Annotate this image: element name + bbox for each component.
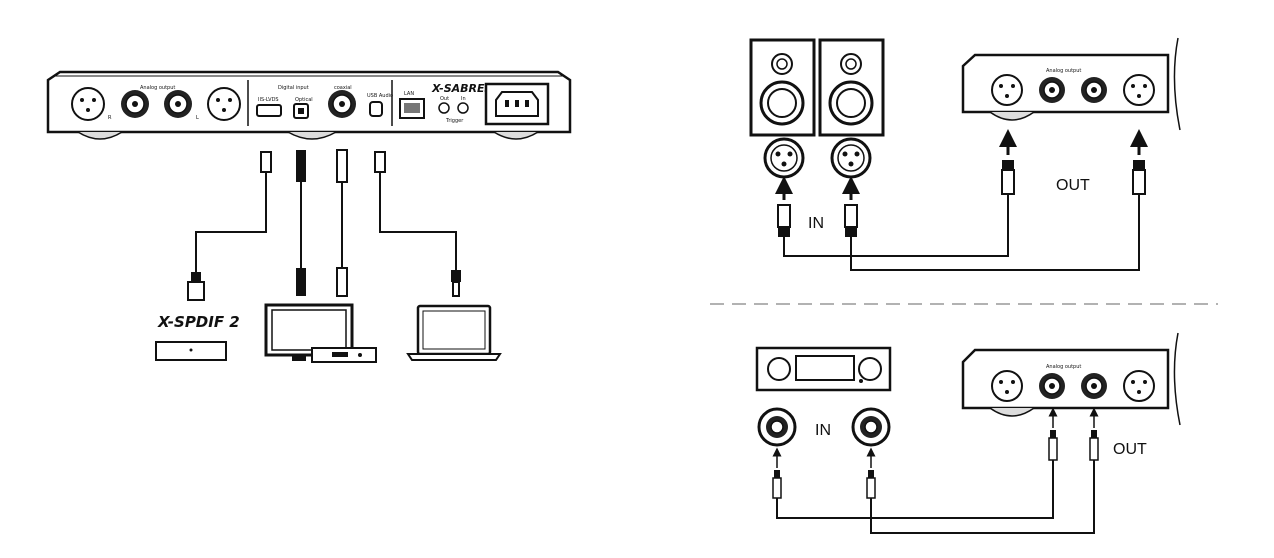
coaxial-label: coaxial [334, 85, 352, 91]
analog-output-label: Analog output [140, 85, 175, 91]
in-label-bottom: IN [815, 422, 831, 439]
in-label-top: IN [808, 215, 824, 232]
xlr-output-l-jack [207, 87, 241, 121]
trigger-label: Trigger [445, 118, 464, 124]
rca-output-l-jack [164, 90, 192, 118]
right-channel-mark: R [108, 115, 112, 121]
iis-lvds-label: IIS-LVDS [258, 97, 279, 103]
lan-label: LAN [404, 91, 414, 97]
in-arrows-bottom [772, 447, 876, 468]
coaxial-cable [336, 149, 348, 297]
in-arrows-top [775, 176, 860, 200]
x-spdif2-label: X-SPDIF 2 [157, 313, 240, 331]
left-channel-mark: L [196, 115, 199, 121]
trigger-in-jack [457, 102, 469, 114]
amplifier [755, 346, 892, 392]
x-sabre3-output-panel-bottom: Analog output [961, 332, 1181, 426]
x-sabre3-output-panel-top: Analog output [961, 37, 1181, 131]
out-arrows-top [999, 129, 1148, 155]
rca-cables-bottom [776, 460, 1095, 534]
amp-rca-inputs [757, 407, 891, 447]
speaker-left [749, 38, 816, 137]
xlr-output-r-jack [71, 87, 105, 121]
x-sabre3-rear-panel: Analog output R L [46, 70, 572, 140]
xlr-cables-top [783, 194, 1140, 271]
usb-b-port [369, 101, 383, 117]
usb-cable [374, 151, 461, 297]
out-label-top: OUT [1056, 177, 1090, 194]
optical-label: Optical [295, 97, 313, 103]
trigger-out-jack [438, 102, 450, 114]
rca-output-r-jack [121, 90, 149, 118]
brand-logo: X-SABRE3 [431, 82, 493, 95]
optical-cable [296, 150, 306, 296]
speaker-right [818, 38, 885, 137]
laptop [406, 304, 502, 361]
rca-plugs-out [1048, 430, 1099, 461]
analog-output-label-top: Analog output [1046, 68, 1081, 74]
rca-plugs-in [772, 470, 876, 499]
out-arrows-bottom [1048, 407, 1099, 428]
out-label-bottom: OUT [1113, 441, 1147, 458]
trigger-out-label: Out [440, 96, 449, 102]
hdmi-iis-port [256, 104, 282, 117]
speaker-xlr-inputs [763, 137, 872, 179]
xlr-plugs-in [777, 204, 858, 237]
digital-input-label: Digital input [278, 85, 309, 91]
usb-audio-label: USB Audio [367, 93, 393, 99]
x-spdif2-device [155, 341, 227, 361]
tv-monitor [264, 303, 354, 361]
hdmi-cable [187, 151, 272, 301]
coaxial-port [328, 90, 356, 118]
analog-output-label-bottom: Analog output [1046, 364, 1081, 370]
cd-player [311, 347, 377, 363]
trigger-in-label: In [461, 96, 466, 102]
